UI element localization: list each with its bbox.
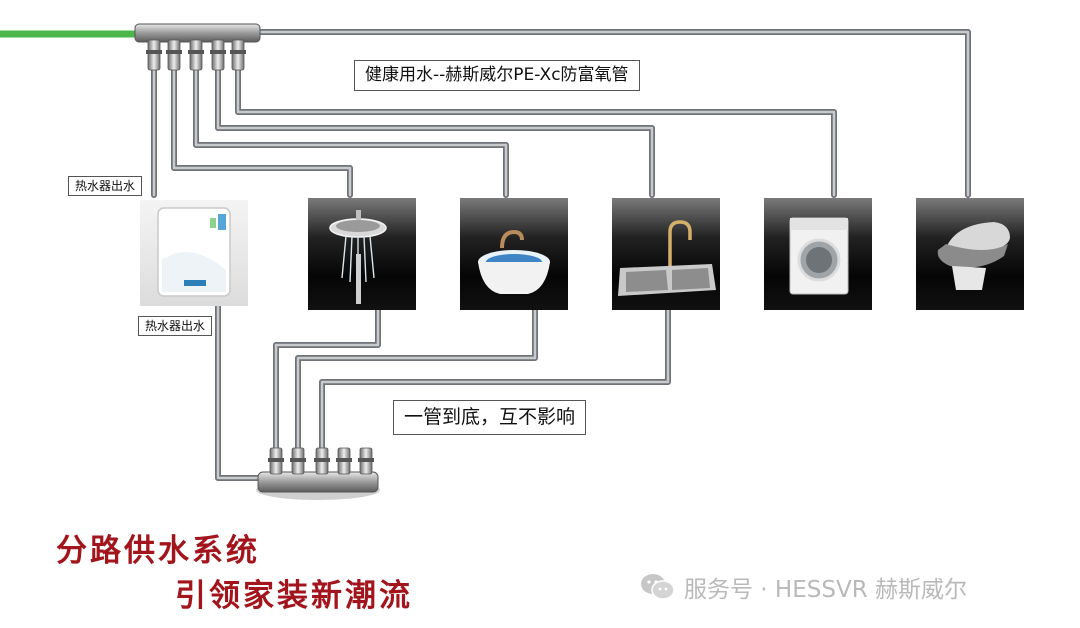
slogan-line-2: 引领家装新潮流 [175, 578, 413, 614]
shower-panel [308, 198, 416, 310]
basin-panel [460, 198, 568, 310]
sink-icon [618, 220, 716, 296]
sink-panel [612, 198, 720, 310]
hot-water-pipes [215, 302, 671, 481]
basin-icon [478, 229, 550, 294]
toilet-icon [937, 222, 1010, 290]
wechat-icon [641, 574, 675, 600]
watermark-text: 服务号 · HESSVR 赫斯威尔 [684, 577, 967, 603]
watermark: 服务号 · HESSVR 赫斯威尔 [640, 570, 967, 604]
heater-outlet-label-bottom: 热水器出水 [138, 316, 213, 336]
bottom-manifold [256, 447, 380, 500]
washing-machine-panel [764, 198, 872, 310]
slogan-line-1: 分路供水系统 [56, 533, 260, 569]
cold-water-pipes [151, 29, 971, 198]
one-pipe-label: 一管到底，互不影响 [393, 400, 587, 435]
washing-machine-icon [789, 217, 849, 295]
toilet-panel [916, 198, 1024, 310]
heater-outlet-label-top: 热水器出水 [68, 176, 143, 196]
shower-icon [329, 210, 387, 304]
top-manifold [134, 23, 261, 71]
pipe-title-label: 健康用水--赫斯威尔PE-Xc防富氧管 [354, 60, 640, 91]
water-heater-panel [140, 200, 248, 306]
water-heater-icon [157, 207, 231, 297]
